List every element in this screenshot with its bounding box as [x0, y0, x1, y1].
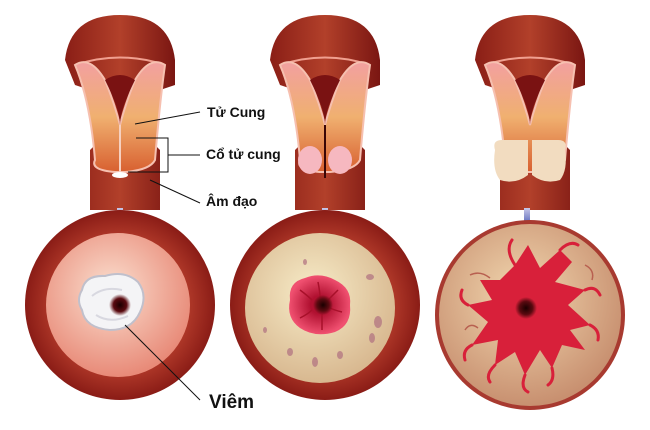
uterus-stage-2: [270, 15, 380, 210]
uterus-stage-3: [475, 15, 585, 210]
cervix-view-stage-1: [25, 210, 215, 401]
uterus-stage-1: [65, 15, 175, 210]
label-inflammation: Viêm: [209, 392, 255, 413]
label-uterus: Tử Cung: [207, 104, 266, 120]
cervix-view-stage-3: [435, 220, 625, 410]
cervix-view-stage-2: [230, 210, 420, 400]
leader-lines: [128, 111, 201, 204]
label-vagina: Âm đạo: [206, 193, 258, 209]
label-cervix: Cổ tử cung: [206, 146, 281, 162]
